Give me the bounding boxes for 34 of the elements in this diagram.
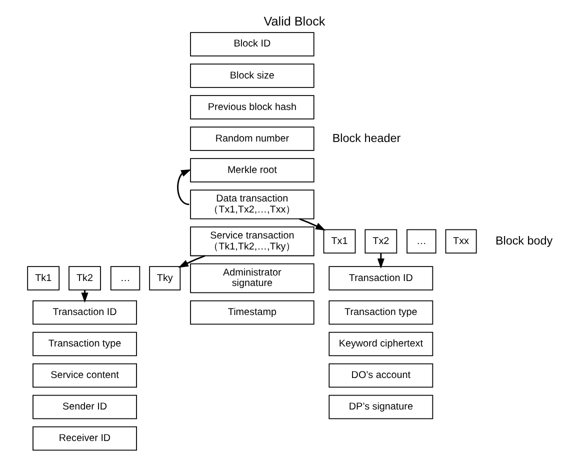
node-box: Merkle root — [190, 158, 314, 182]
node-box: DO’s account — [328, 363, 433, 388]
node-box: Service content — [32, 363, 136, 388]
label: Block header — [332, 132, 400, 145]
node-box: … — [406, 229, 436, 254]
arrow — [176, 169, 191, 206]
node-box: DP’s signature — [328, 394, 433, 420]
node-box: Administrator signature — [190, 263, 314, 294]
node-box: Transaction type — [328, 300, 433, 325]
node-box: Block size — [190, 64, 314, 88]
node-box: Timestamp — [190, 300, 314, 325]
node-box: Previous block hash — [190, 95, 314, 120]
node-box: Txx — [444, 229, 476, 254]
node-box: Tky — [148, 266, 180, 290]
node-box: Transaction ID — [32, 300, 136, 325]
node-box: Tx1 — [322, 229, 356, 254]
node-box: Random number — [190, 126, 314, 151]
node-box: Keyword ciphertext — [328, 332, 433, 356]
node-box: Sender ID — [32, 394, 136, 420]
node-box: Data transaction （Tx1,Tx2,…,Txx） — [190, 190, 314, 220]
node-box: Tk2 — [68, 266, 100, 290]
arrow — [298, 218, 326, 230]
node-box: Block ID — [190, 32, 314, 56]
arrow — [178, 255, 205, 268]
label: Block body — [494, 234, 552, 248]
node-box: … — [110, 266, 140, 290]
node-box: Tk1 — [26, 266, 60, 290]
node-box: Service transaction （Tk1,Tk2,…,Tky） — [190, 226, 314, 256]
node-box: Transaction type — [32, 332, 136, 356]
node-box: Receiver ID — [32, 426, 136, 451]
diagram-title: Valid Block — [263, 14, 325, 28]
arrow — [376, 253, 384, 269]
node-box: Transaction ID — [328, 266, 433, 290]
node-box: Tx2 — [364, 229, 397, 254]
